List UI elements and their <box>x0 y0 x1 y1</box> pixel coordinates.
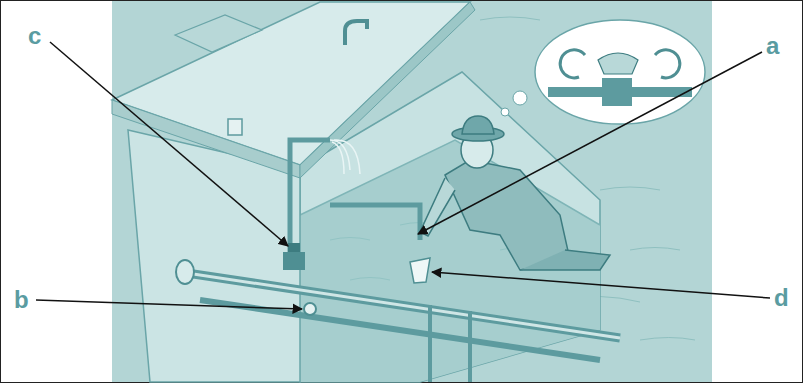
callout-letter: d <box>774 286 789 310</box>
roof-hatch <box>175 15 262 52</box>
man-leg <box>520 250 610 270</box>
bubble-dot <box>513 91 527 105</box>
thought-bubble <box>501 20 705 124</box>
vent-pipe <box>345 21 367 45</box>
callout-letter: a <box>766 34 779 58</box>
bubble-cloud <box>535 20 705 124</box>
washout-valve <box>304 303 316 315</box>
leader-line <box>50 42 288 246</box>
callout-letter: c <box>28 24 41 48</box>
inspection-cover <box>410 258 430 283</box>
ground-stroke <box>600 187 660 190</box>
ripple <box>330 238 370 241</box>
man-figure <box>420 116 610 270</box>
man-arm <box>420 178 455 236</box>
leader-line <box>418 52 762 234</box>
roof-edge <box>112 100 300 178</box>
bubble-dot <box>501 108 509 116</box>
gate-valve <box>283 252 305 270</box>
supply-pipe <box>330 205 420 240</box>
turn-arrow <box>560 50 585 78</box>
ground-stroke <box>630 248 680 251</box>
ground-stroke <box>640 338 695 341</box>
valve-handle <box>288 243 300 252</box>
leader-lines <box>36 42 770 309</box>
hat-crown <box>462 116 494 134</box>
float-valve <box>228 119 242 135</box>
inlet-pipe <box>290 140 330 260</box>
leader-line <box>36 300 302 309</box>
roof-edge <box>300 2 475 178</box>
ripple <box>350 278 390 281</box>
callout-letter: b <box>14 288 29 312</box>
turn-arrow <box>655 50 680 78</box>
picture-ground <box>112 1 712 382</box>
pipe-end <box>176 260 194 284</box>
drain-pipe <box>200 300 600 360</box>
man-body <box>445 160 570 270</box>
bubble-hand <box>598 53 638 74</box>
water-stream <box>330 140 360 174</box>
leader-line <box>432 272 770 298</box>
bubble-valve <box>602 78 632 106</box>
ground-stroke <box>480 17 540 20</box>
branch-pipe <box>430 305 470 382</box>
